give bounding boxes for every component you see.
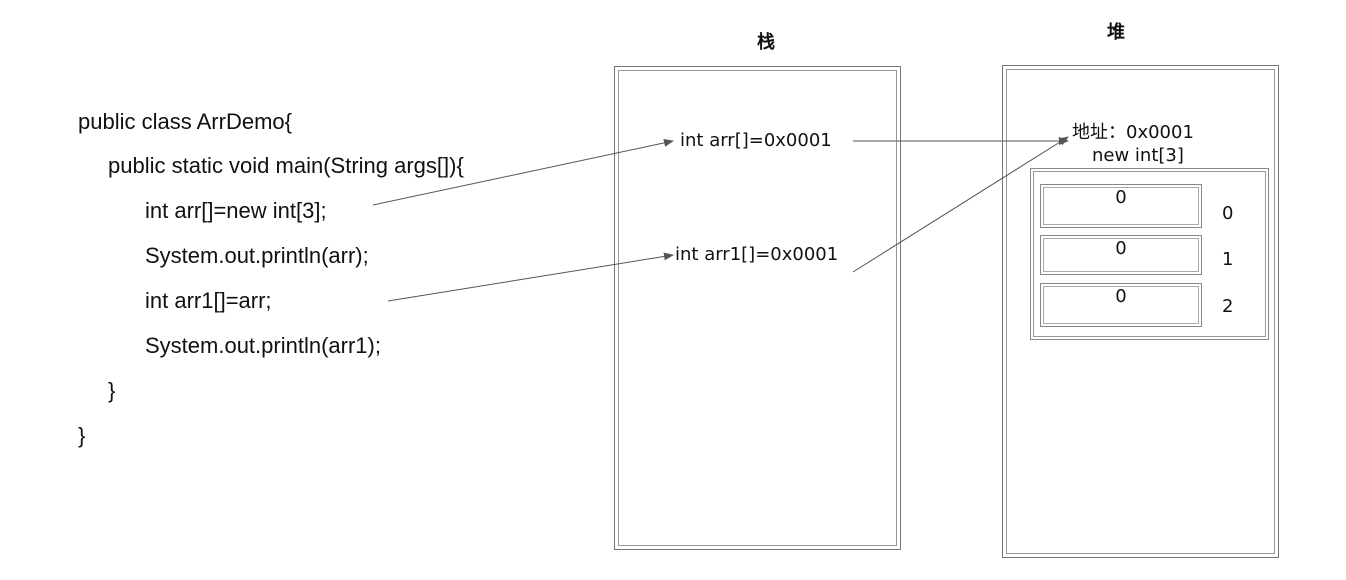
heap-panel-inner	[1006, 69, 1275, 554]
stack-title: 栈	[757, 32, 775, 53]
heap-panel	[1002, 65, 1279, 558]
array-index: 1	[1222, 249, 1234, 270]
heap-title: 堆	[1107, 22, 1125, 43]
code-line-5: int arr1[]=arr;	[145, 288, 272, 313]
array-cell-value: 0	[1043, 238, 1199, 272]
heap-address: 地址：0x0001	[1072, 122, 1194, 143]
stack-panel-inner	[618, 70, 897, 546]
stack-panel	[614, 66, 901, 550]
array-cell: 0	[1040, 235, 1202, 275]
stack-entry-arr: int arr[]=0x0001	[680, 130, 832, 151]
code-line-1: public class ArrDemo{	[78, 109, 292, 134]
code-line-6: System.out.println(arr1);	[145, 333, 381, 358]
arrow-code-to-stack-arr1	[387, 252, 674, 302]
code-line-3: int arr[]=new int[3];	[145, 198, 327, 223]
array-cell-value: 0	[1043, 286, 1199, 324]
arrow-code-to-stack-arr	[372, 138, 674, 206]
code-line-7: }	[108, 378, 116, 403]
code-line-8: }	[78, 423, 86, 448]
array-index: 2	[1222, 296, 1234, 317]
code-line-2: public static void main(String args[]){	[108, 153, 464, 178]
arrow-stack-arr1-to-heap	[852, 136, 1069, 273]
array-cell: 0	[1040, 283, 1202, 327]
array-cell-value: 0	[1043, 187, 1199, 225]
stack-entry-arr1: int arr1[]=0x0001	[675, 244, 839, 265]
array-cell: 0	[1040, 184, 1202, 228]
heap-array-container	[1030, 168, 1269, 340]
array-index: 0	[1222, 203, 1234, 224]
heap-array-container-inner	[1033, 171, 1266, 337]
code-line-4: System.out.println(arr);	[145, 243, 369, 268]
heap-type-label: new int[3]	[1092, 145, 1184, 166]
